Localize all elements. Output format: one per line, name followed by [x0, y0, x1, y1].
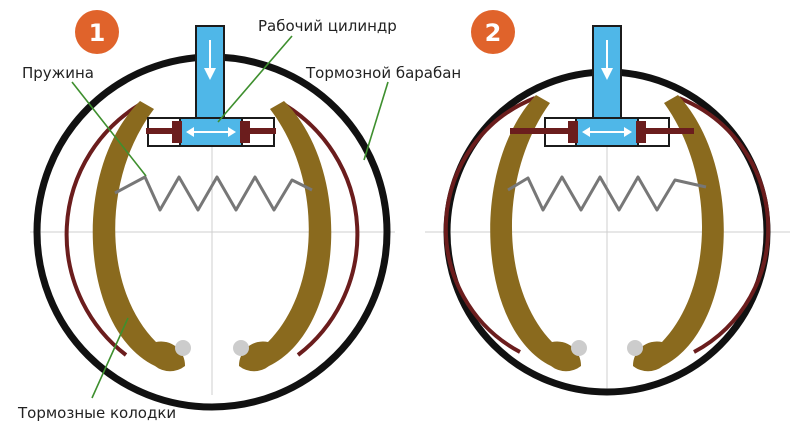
drum-brake-2 — [425, 25, 790, 396]
label-spring: Пружина — [22, 64, 94, 82]
wheel-cylinder-1 — [146, 25, 276, 147]
spring-1 — [114, 175, 313, 212]
pointer-spring — [71, 81, 147, 177]
lining-left-1 — [64, 103, 141, 357]
badge-1: 1 — [75, 10, 119, 54]
label-drum: Тормозной барабан — [305, 64, 461, 82]
pivot-left-2 — [571, 340, 587, 356]
brake-shoe-left-1 — [92, 101, 186, 372]
wheel-cylinder-2 — [510, 25, 694, 147]
badge-2: 2 — [471, 10, 515, 54]
badge-number-2: 2 — [485, 19, 502, 47]
lining-right-1 — [283, 103, 360, 357]
pivot-right-1 — [233, 340, 249, 356]
badge-number-1: 1 — [89, 19, 106, 47]
label-cylinder: Рабочий цилиндр — [258, 17, 397, 35]
badge-circle-1 — [75, 10, 119, 54]
lining-left-2 — [443, 96, 536, 354]
label-shoes: Тормозные колодки — [17, 404, 176, 422]
drum-brake-1 — [30, 25, 395, 411]
pointer-shoes — [91, 317, 129, 399]
brake-shoe-right-2 — [632, 95, 724, 372]
brake-shoe-right-1 — [238, 101, 332, 372]
spring-2 — [507, 175, 707, 212]
lining-right-2 — [678, 96, 771, 354]
pivot-right-2 — [627, 340, 643, 356]
brake-shoe-left-2 — [490, 95, 582, 372]
pointer-drum — [363, 81, 389, 161]
pointer-cylinder — [217, 35, 293, 123]
pivot-left-1 — [175, 340, 191, 356]
badge-circle-2 — [471, 10, 515, 54]
